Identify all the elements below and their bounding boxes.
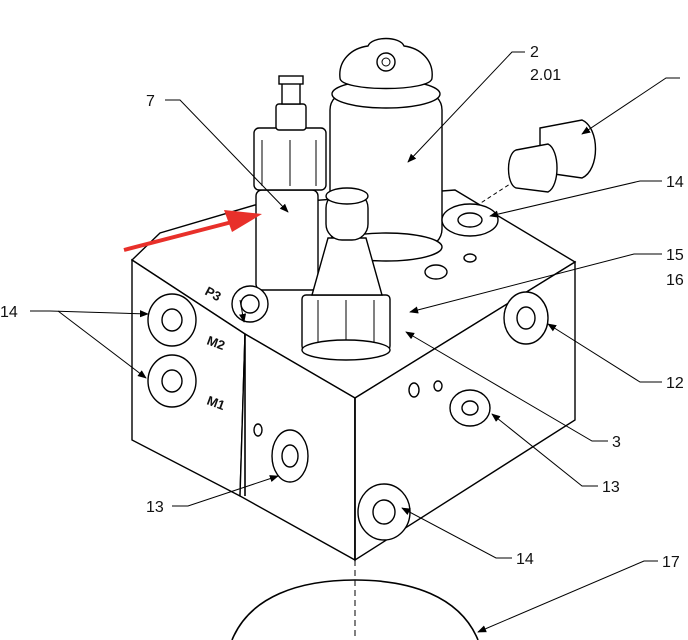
callout-15: 15 [666, 247, 684, 264]
callout-14-left: 14 [0, 304, 18, 321]
pressure-valve-3 [301, 187, 391, 361]
callout-labels: 2 2.01 7 14 15 16 14 12 3 13 13 14 17 [0, 44, 684, 571]
callout-2: 2 [530, 44, 539, 61]
port-label-m2: M2 [205, 333, 227, 353]
callout-17: 17 [662, 554, 680, 571]
port-plug [469, 119, 597, 211]
port-markings: P3 M2 M1 [203, 283, 227, 413]
highlight-arrow [123, 210, 262, 252]
callout-14-top: 14 [666, 174, 684, 191]
callout-16: 16 [666, 272, 684, 289]
leader-lines [30, 51, 680, 633]
port-label-p3: P3 [203, 283, 224, 304]
o-ring-17 [231, 560, 479, 640]
callout-2-01: 2.01 [530, 67, 561, 84]
cartridge-valve-7 [253, 75, 327, 291]
port-label-m1: M1 [205, 393, 227, 413]
callout-7: 7 [146, 93, 155, 110]
callout-14-bottom: 14 [516, 551, 534, 568]
callout-13-left: 13 [146, 499, 164, 516]
callout-13-right: 13 [602, 479, 620, 496]
ports [147, 203, 549, 541]
callout-3: 3 [612, 434, 621, 451]
callout-12: 12 [666, 375, 684, 392]
